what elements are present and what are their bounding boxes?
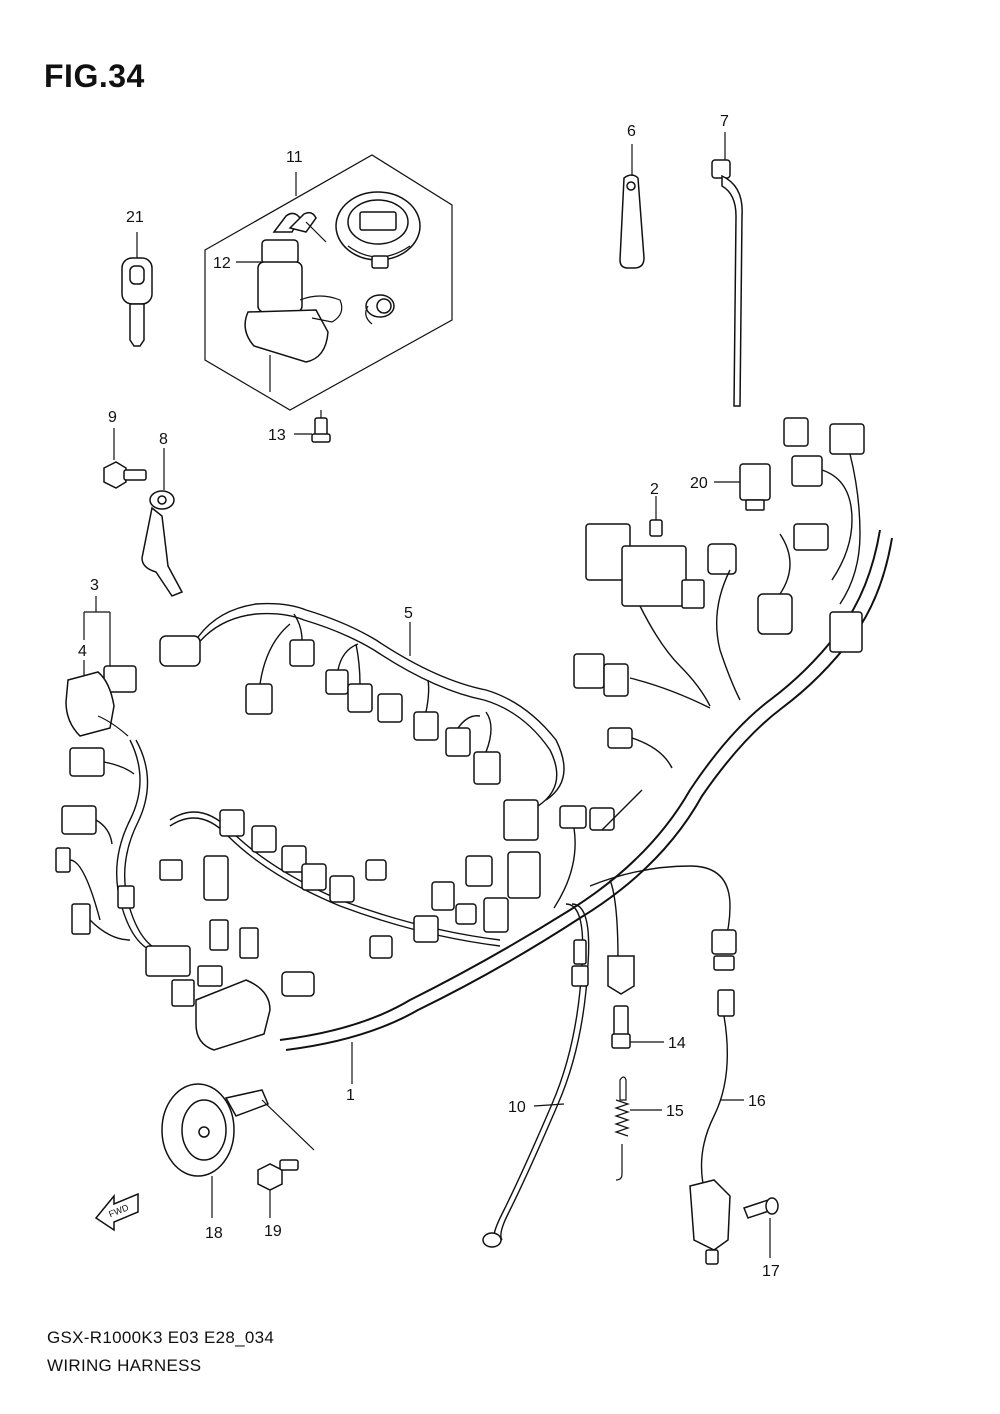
callout-15: 15 — [666, 1103, 684, 1120]
model-code: GSX-R1000K3 E03 E28_034 — [47, 1328, 275, 1347]
bolt-9 — [103, 428, 147, 489]
figure-title: FIG.34 — [44, 58, 145, 94]
callout-16: 16 — [748, 1093, 766, 1110]
bracket-8 — [141, 448, 184, 597]
callout-5: 5 — [404, 605, 413, 622]
callout-9: 9 — [108, 409, 117, 426]
callout-7: 7 — [720, 113, 729, 130]
callout-17: 17 — [762, 1263, 780, 1280]
callout-10: 10 — [508, 1099, 526, 1116]
callout-19: 19 — [264, 1223, 282, 1240]
callout-11: 11 — [286, 149, 303, 166]
callout-14: 14 — [668, 1035, 686, 1052]
callout-4: 4 — [78, 643, 87, 660]
screw-13 — [294, 410, 331, 443]
callout-21: 21 — [126, 209, 144, 226]
key-21 — [121, 232, 153, 347]
callout-6: 6 — [627, 123, 636, 140]
callout-8: 8 — [159, 431, 168, 448]
callout-20: 20 — [690, 475, 708, 492]
relay-20 — [714, 463, 771, 511]
lower-wiring — [482, 865, 779, 1265]
callout-12: 12 — [213, 255, 231, 272]
fuse-2 — [649, 496, 663, 537]
forward-arrow: FWD — [94, 1192, 139, 1232]
connector-3-4 — [65, 596, 137, 737]
main-harness-1 — [55, 417, 893, 1084]
callout-1: 1 — [346, 1087, 355, 1104]
callout-18: 18 — [205, 1225, 223, 1242]
cable-tie-7 — [711, 132, 743, 407]
clamp-6 — [619, 144, 645, 269]
sub-harness-5 — [159, 602, 565, 841]
callout-13: 13 — [268, 427, 286, 444]
bolt-19 — [257, 1159, 299, 1218]
diagram-caption: WIRING HARNESS — [47, 1356, 202, 1375]
ignition-switch-set — [204, 154, 453, 411]
callout-2: 2 — [650, 481, 659, 498]
callout-3: 3 — [90, 577, 99, 594]
horn-18 — [161, 1083, 315, 1218]
